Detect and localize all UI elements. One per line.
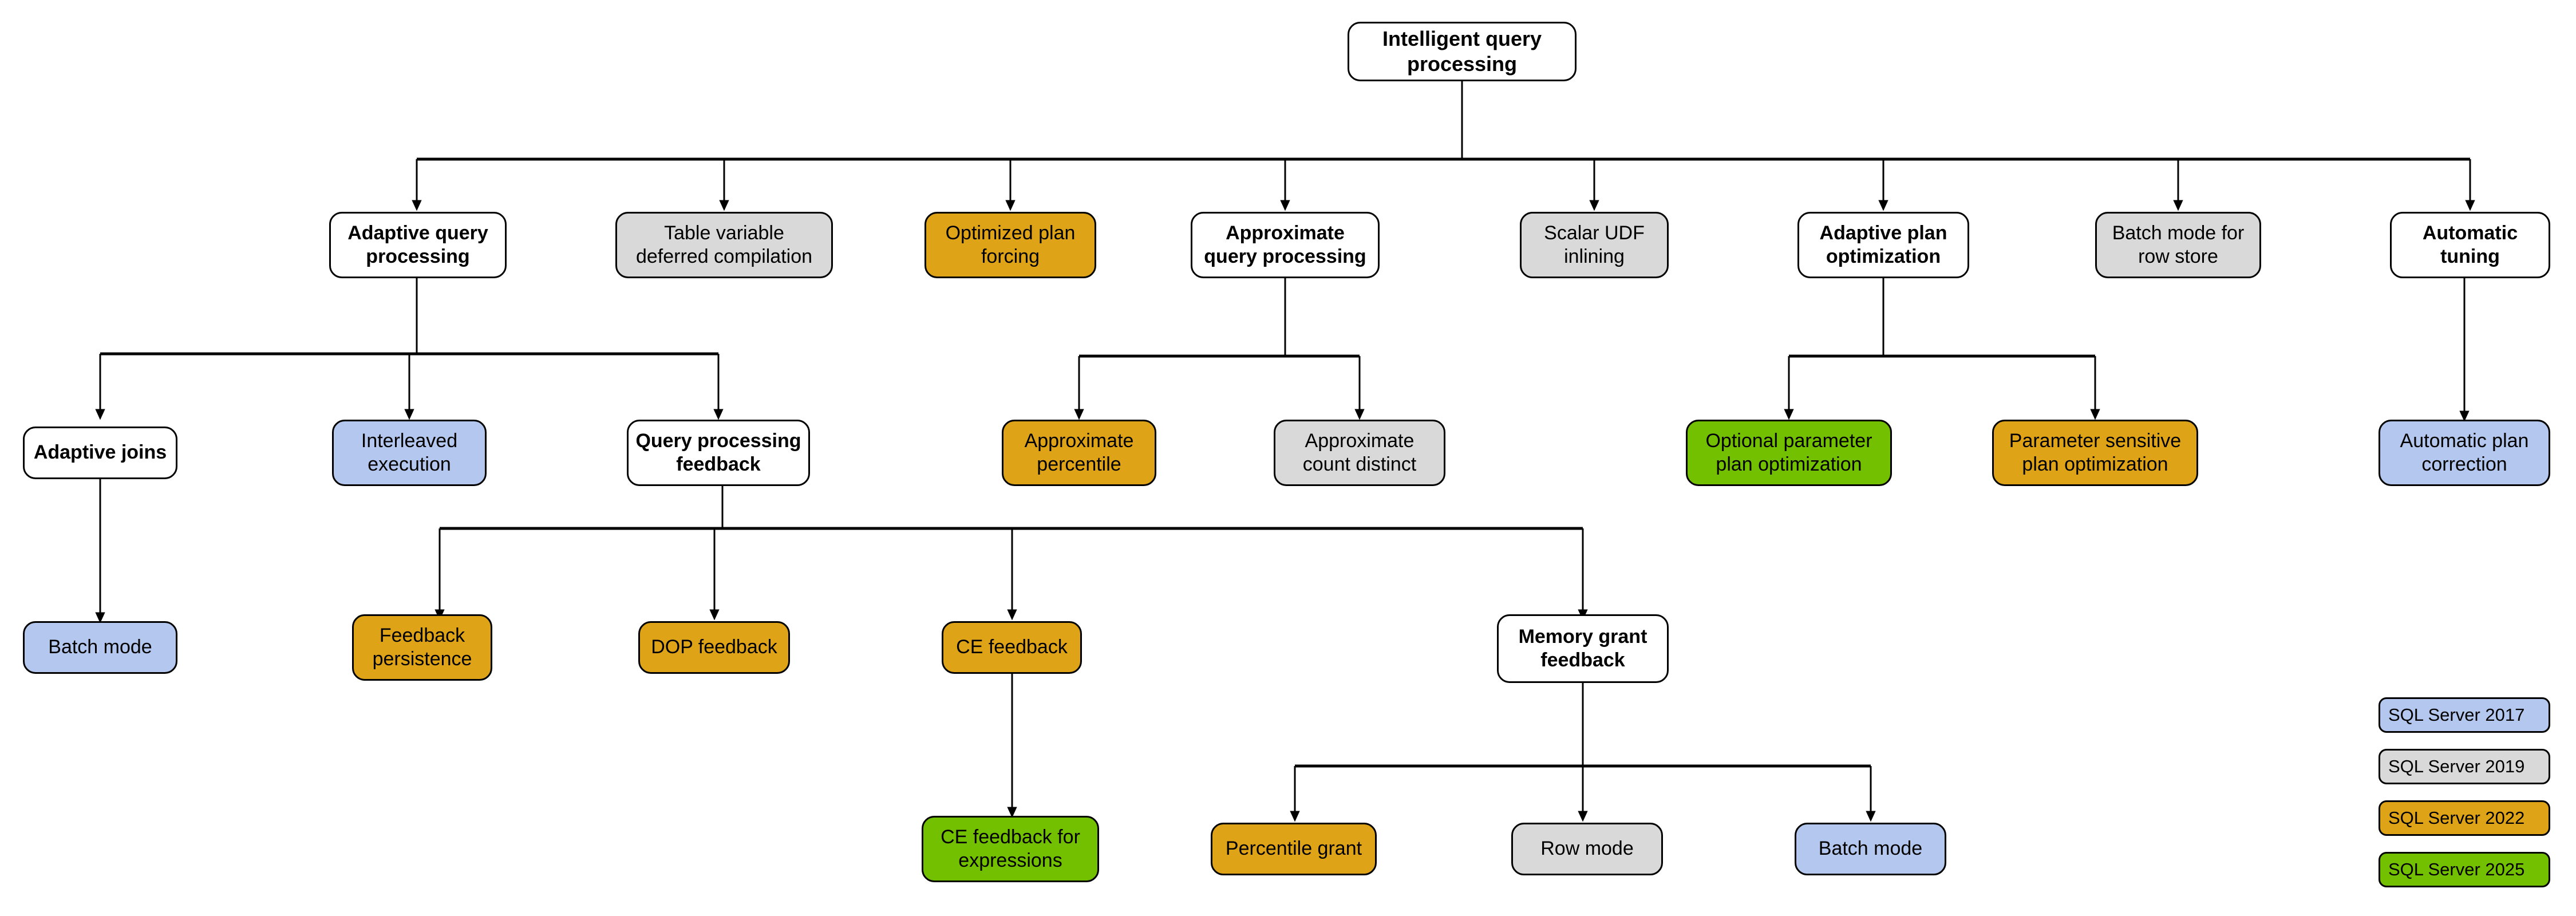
node-pspo[interactable]: Parameter sensitive plan optimization [1992,420,2198,486]
node-batchmode1[interactable]: Batch mode [23,621,177,674]
node-batchmode2[interactable]: Batch mode [1795,823,1946,875]
node-interleaved[interactable]: Interleaved execution [332,420,487,486]
node-qpf[interactable]: Query processing feedback [627,420,810,486]
node-autotune[interactable]: Automatic tuning [2390,212,2550,278]
node-rowmode[interactable]: Row mode [1511,823,1663,875]
legend-item-sql-server-2019: SQL Server 2019 [2379,749,2550,784]
node-mgf[interactable]: Memory grant feedback [1497,614,1669,683]
node-approxpct[interactable]: Approximate percentile [1002,420,1156,486]
node-apc[interactable]: Automatic plan correction [2379,420,2550,486]
legend-item-sql-server-2022: SQL Server 2022 [2379,800,2550,836]
node-udf[interactable]: Scalar UDF inlining [1520,212,1669,278]
node-apo[interactable]: Adaptive plan optimization [1797,212,1969,278]
node-cefeedbackexpr[interactable]: CE feedback for expressions [922,816,1099,882]
node-adaptivejoins[interactable]: Adaptive joins [23,427,177,479]
legend-item-sql-server-2025: SQL Server 2025 [2379,852,2550,887]
node-bmrs[interactable]: Batch mode for row store [2095,212,2261,278]
node-cefeedback[interactable]: CE feedback [942,621,1082,674]
node-oppo[interactable]: Optional parameter plan optimization [1686,420,1892,486]
node-tvdc[interactable]: Table variable deferred compilation [615,212,833,278]
node-apq[interactable]: Approximate query processing [1191,212,1380,278]
node-dopfeedback[interactable]: DOP feedback [638,621,790,674]
node-opf[interactable]: Optimized plan forcing [924,212,1096,278]
node-root[interactable]: Intelligent query processing [1348,22,1577,81]
legend-item-sql-server-2017: SQL Server 2017 [2379,697,2550,733]
node-pctgrant[interactable]: Percentile grant [1211,823,1377,875]
node-feedbackpersist[interactable]: Feedback persistence [352,614,492,681]
node-approxcount[interactable]: Approximate count distinct [1274,420,1445,486]
node-aqp[interactable]: Adaptive query processing [329,212,507,278]
